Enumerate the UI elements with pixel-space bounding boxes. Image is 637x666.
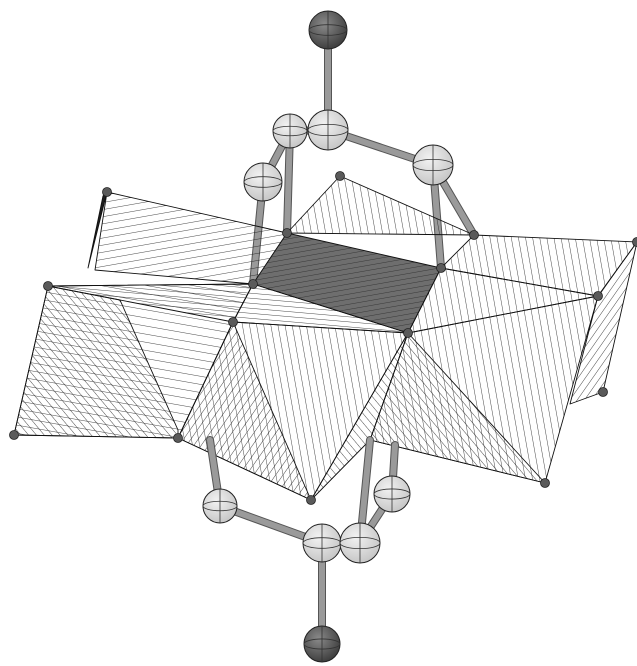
polyhedron-face: [177, 321, 312, 501]
vertex-atom: [173, 433, 183, 443]
bridge-atom: [243, 162, 283, 202]
vertex-atom: [102, 187, 112, 197]
bridge-atom: [412, 144, 454, 186]
polyhedra: [13, 175, 637, 501]
vertex-atom: [632, 237, 637, 247]
vertex-atom: [43, 281, 53, 291]
polyhedron-face: [286, 175, 475, 236]
polyhedron-face: [369, 332, 546, 484]
vertex-atom: [540, 478, 550, 488]
vertex-atom: [228, 317, 238, 327]
vertex-atom: [335, 171, 345, 181]
terminal-atom-bottom: [303, 625, 341, 663]
polyhedron-face: [407, 267, 599, 334]
atoms: [9, 10, 637, 663]
vertex-atom: [9, 430, 19, 440]
vertex-atom: [436, 263, 446, 273]
bridge-atom: [339, 522, 381, 564]
vertex-atom: [248, 279, 258, 289]
vertex-atom: [403, 328, 413, 338]
vertex-atom: [282, 228, 292, 238]
vertex-atom: [306, 495, 316, 505]
bridge-atom: [373, 475, 411, 513]
vertex-atom: [593, 291, 603, 301]
bridge-atom: [302, 523, 342, 563]
bridge-atom: [202, 488, 238, 524]
vertex-atom: [598, 387, 608, 397]
terminal-atom-top: [308, 10, 348, 50]
vertex-atom: [469, 230, 479, 240]
bridge-atom: [272, 113, 308, 149]
bridge-atom: [307, 109, 349, 151]
